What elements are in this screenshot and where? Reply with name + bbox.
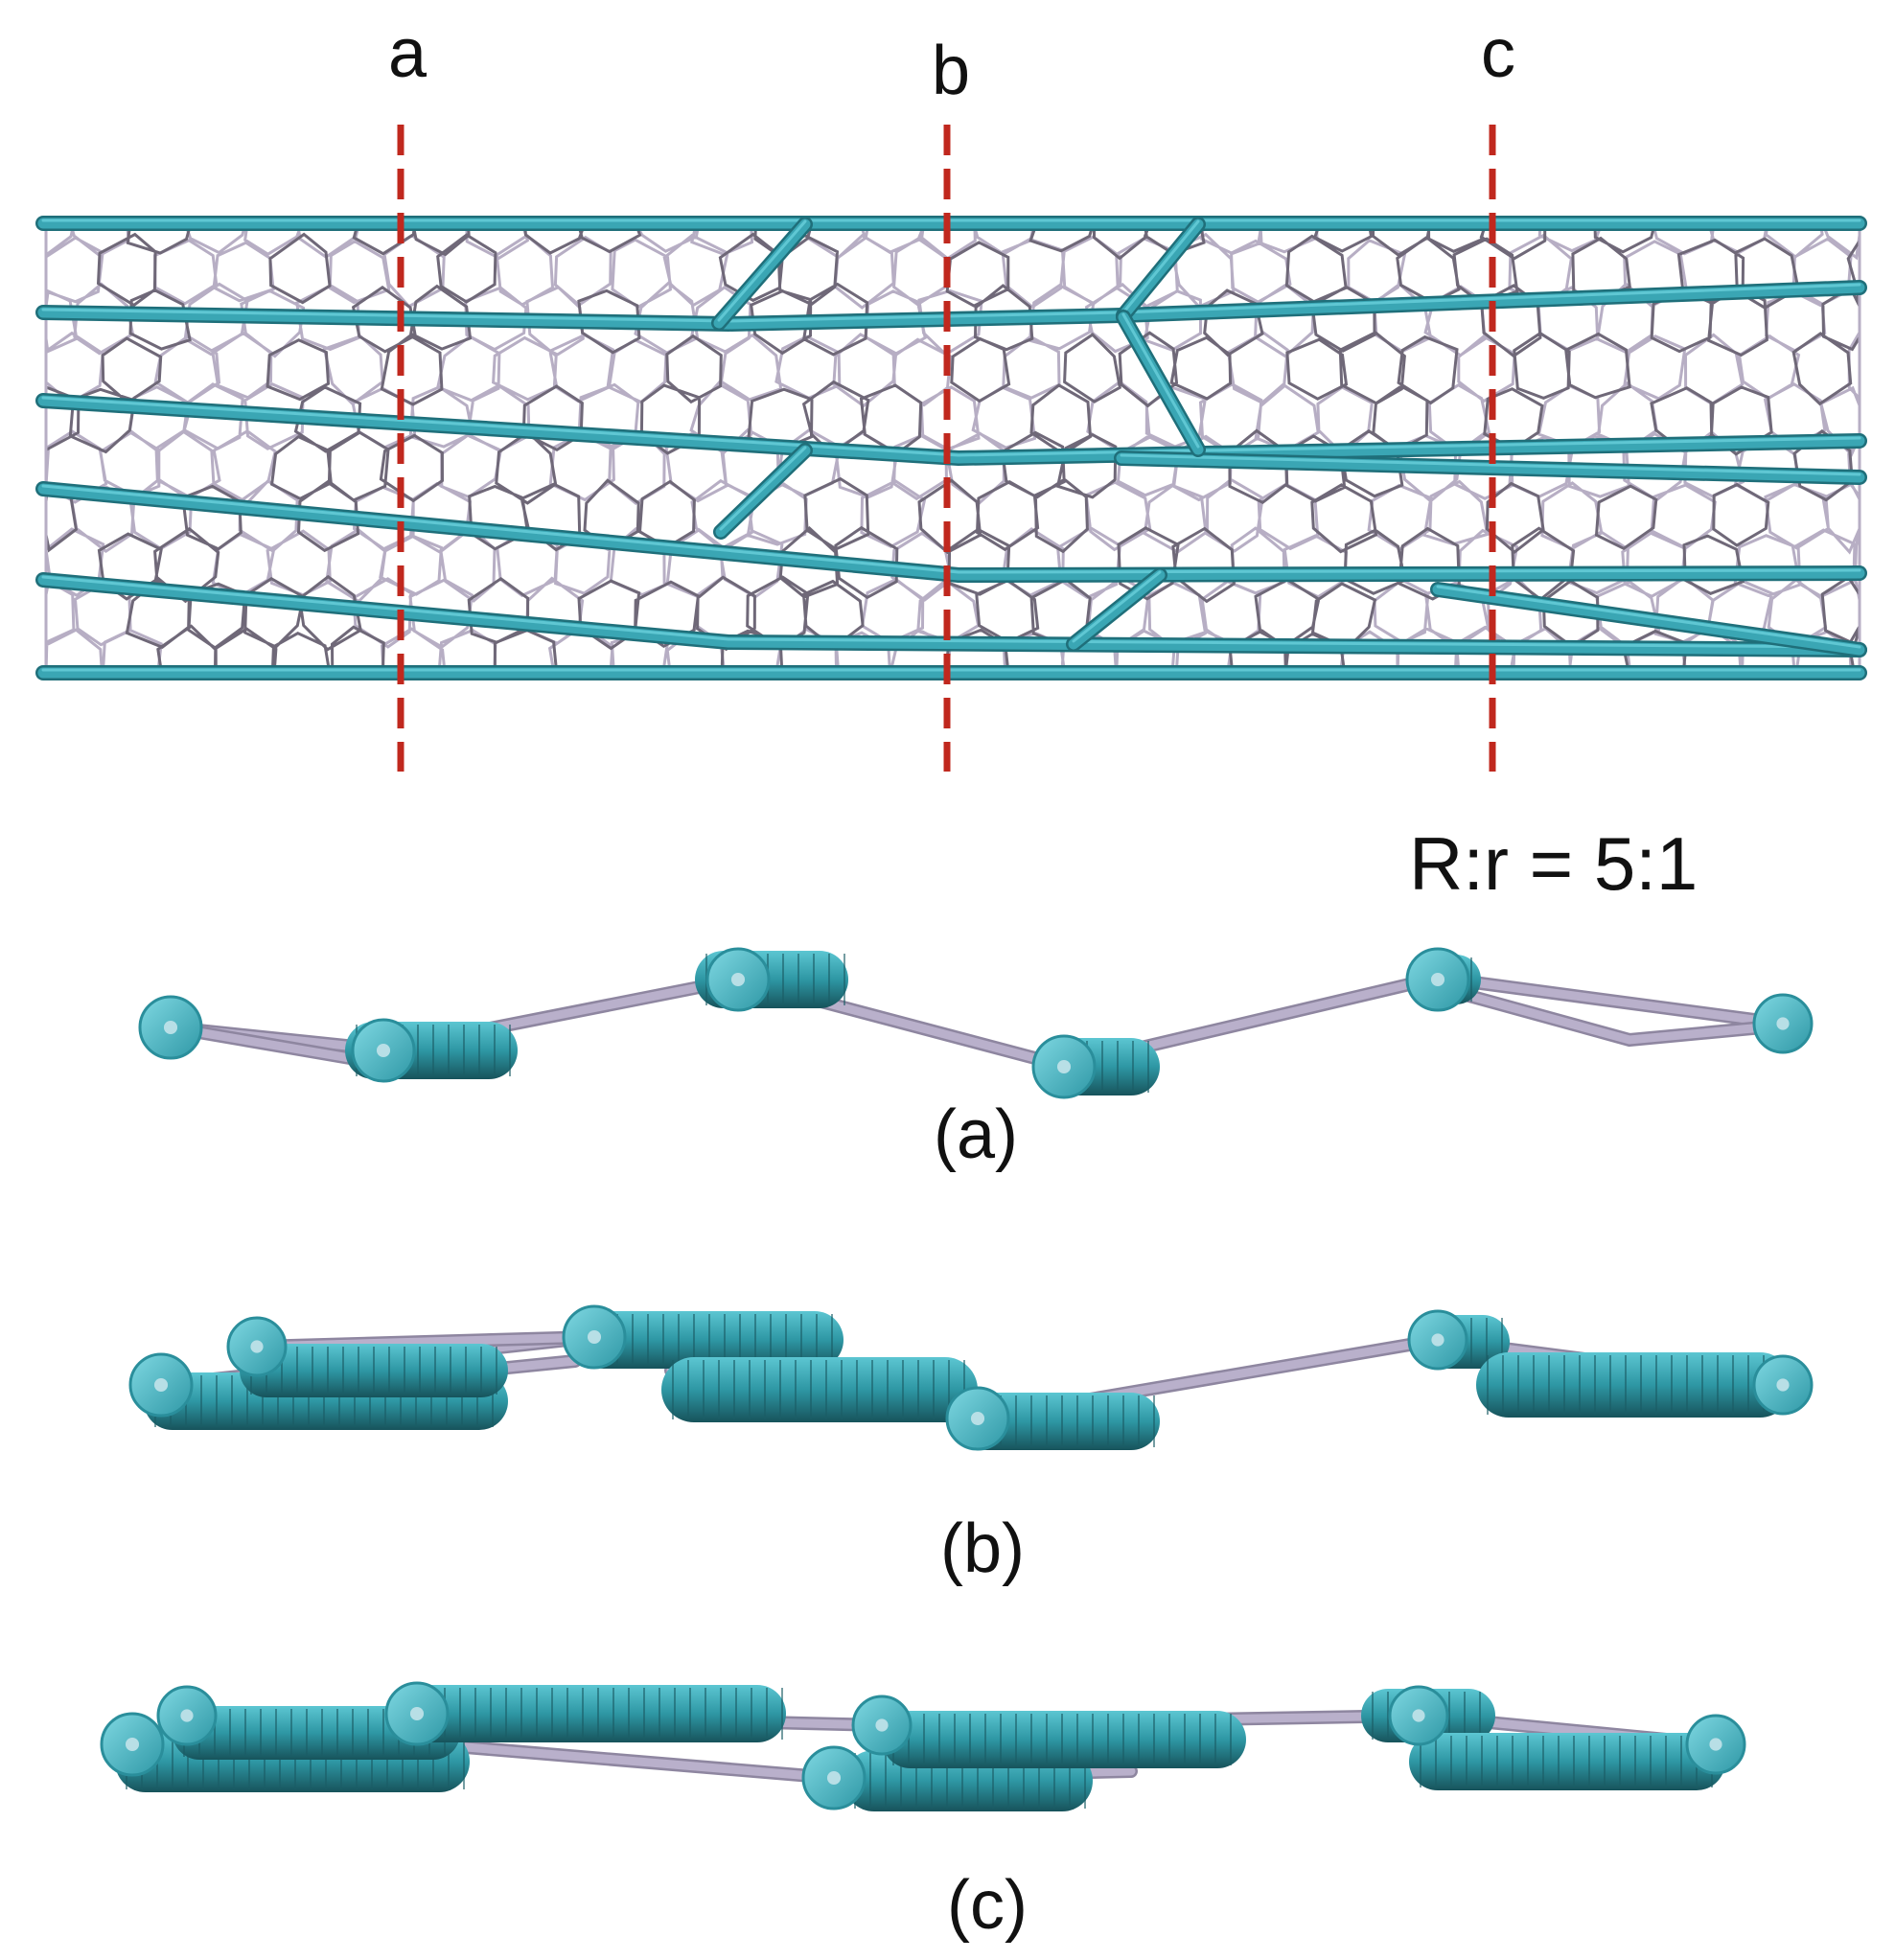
fiber-strand-highlight (41, 484, 1861, 574)
fiber-core (376, 1043, 391, 1058)
fiber-core (180, 1709, 194, 1722)
fiber-core (730, 972, 746, 987)
fiber-strand (37, 395, 1865, 464)
section-marker-b: b (932, 33, 970, 109)
fiber-strand (715, 445, 811, 538)
fiber-strand-highlight (1072, 570, 1162, 643)
connector-rod (1433, 982, 1788, 1045)
fiber-core (826, 1770, 842, 1786)
fiber-strand-highlight (719, 446, 807, 531)
fiber-strand (37, 574, 1865, 656)
fiber-strand-highlight (1121, 219, 1200, 314)
fiber-strand (1432, 584, 1865, 656)
fiber-core (875, 1718, 889, 1732)
fiber-core (250, 1340, 264, 1353)
fiber-stack (1476, 1352, 1792, 1418)
panel-label-a: (a) (934, 1096, 1018, 1173)
fiber-stack (661, 1357, 978, 1422)
fiber-strand-highlight (41, 396, 1861, 457)
fiber-stack (959, 1393, 1160, 1450)
fiber-core (970, 1411, 985, 1426)
fiber-core (1412, 1709, 1425, 1722)
plan-view-network (35, 125, 1867, 772)
fiber-core (153, 1377, 169, 1393)
fiber-strand (1118, 219, 1204, 321)
cross-section-c (100, 1681, 1746, 1811)
connector-rod (1433, 973, 1788, 1028)
ratio-label: R:r = 5:1 (1409, 821, 1698, 906)
fiber-strand (1068, 569, 1166, 650)
fiber-strand (37, 483, 1865, 581)
fiber-strand-highlight (41, 575, 1861, 649)
fiber-core (409, 1706, 425, 1721)
fiber-strand-highlight (1436, 585, 1861, 649)
fiber-strands (35, 216, 1867, 680)
fiber-core (1776, 1378, 1790, 1392)
fiber-strand-highlight (41, 283, 1861, 323)
connector-rod (427, 1740, 839, 1783)
fiber-strand-highlight (1121, 312, 1200, 449)
fiber-strand-highlight (717, 219, 807, 322)
fiber-strand-highlight (1120, 453, 1861, 476)
fiber-core (1056, 1059, 1072, 1074)
section-cut-lines (397, 125, 1496, 772)
panel-label-c: (c) (947, 1867, 1028, 1944)
section-marker-a: a (388, 15, 428, 92)
section-marker-c: c (1481, 15, 1515, 92)
fiber-core (163, 1020, 178, 1035)
fiber-core (1431, 1333, 1444, 1347)
fiber-core (125, 1737, 140, 1752)
fiber-strand (713, 219, 811, 329)
fiber-core (587, 1329, 602, 1345)
panel-label-b: (b) (940, 1510, 1025, 1587)
fiber-strand (1116, 452, 1865, 483)
fiber-core (1709, 1738, 1722, 1751)
fiber-stack (1409, 1733, 1725, 1790)
fiber-core (1776, 1017, 1790, 1030)
fiber-core (1430, 972, 1445, 987)
cross-section-b (128, 1304, 1814, 1451)
fiber-stack (882, 1711, 1246, 1768)
cross-section-a (138, 947, 1814, 1099)
